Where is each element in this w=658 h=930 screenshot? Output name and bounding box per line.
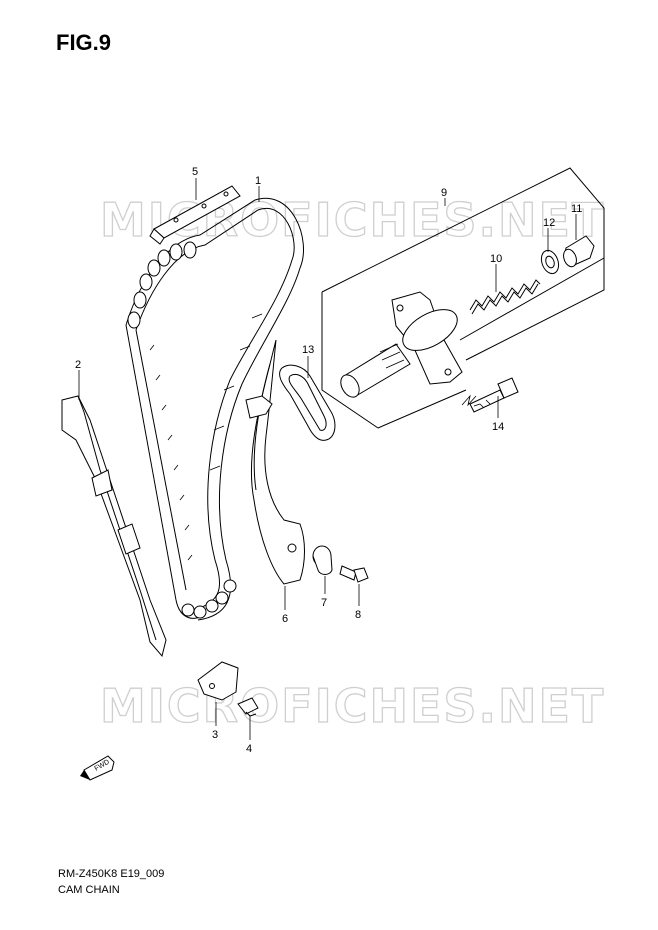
callout-4: 4 [246,743,252,755]
callout-10: 10 [490,253,502,265]
part-2-front-chain-guide [61,395,167,658]
part-9-tensioner-body [340,291,463,398]
callout-8: 8 [355,609,361,621]
callout-7: 7 [321,597,327,609]
callout-11: 11 [571,203,582,215]
callout-leader-lines [78,178,577,740]
part-12-washer [540,249,560,275]
part-6-tensioner-guide [245,339,305,585]
callout-13: 13 [302,344,314,356]
callout-14: 14 [492,421,504,433]
part-5-chain-guide-plate [149,185,241,245]
callout-12: 12 [543,217,555,229]
section-name: CAM CHAIN [58,884,120,896]
callout-1: 1 [255,175,261,187]
part-13-gasket [279,364,336,441]
callout-3: 3 [212,729,218,741]
chain-links-detail [127,241,237,619]
part-3-chain-guide-stopper [197,661,239,701]
part-10-spring [469,279,541,315]
callout-5: 5 [192,166,198,178]
callout-9: 9 [441,187,447,199]
part-11-cap-bolt [563,235,595,268]
part-1-cam-chain [125,197,304,621]
callout-2: 2 [75,359,81,371]
tensioner-assembly-outline [321,167,605,429]
part-14-bolt [469,377,519,413]
fwd-arrow-icon: FWD [80,755,115,781]
part-7-spacer [312,545,333,575]
figure-title: FIG.9 [56,30,112,55]
model-code: RM-Z450K8 E19_009 [58,868,165,880]
part-4-bolt [237,697,259,717]
part-8-bolt [339,565,369,583]
callout-6: 6 [282,613,288,625]
watermark-bottom: MICROFICHES.NET [100,679,605,733]
